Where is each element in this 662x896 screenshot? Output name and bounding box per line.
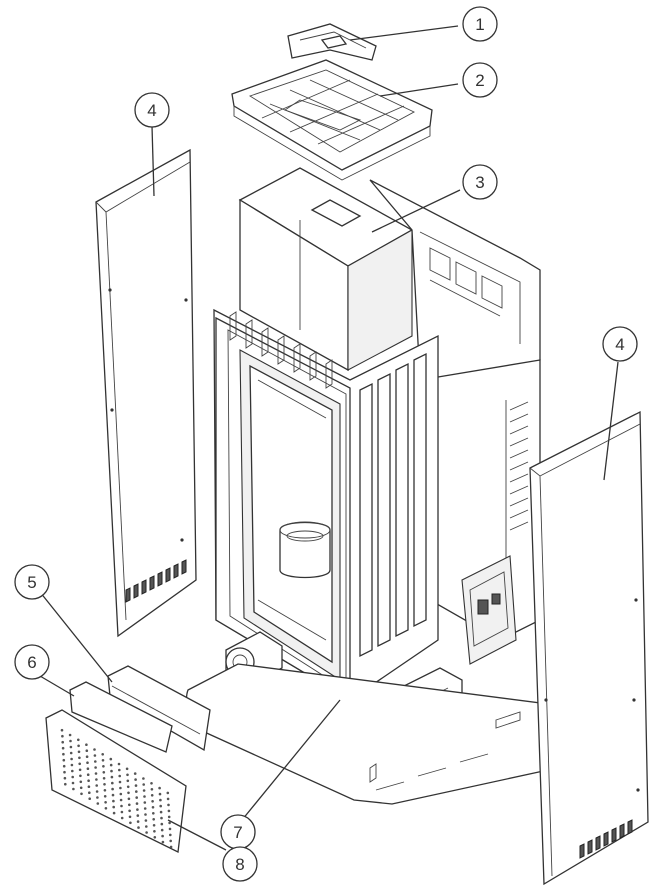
callout-4-right-label: 4	[615, 335, 624, 354]
part-left-side-panel	[95, 148, 197, 638]
left-panel-vents	[125, 559, 187, 603]
callout-1: 1	[462, 6, 498, 42]
grille-perforation	[60, 728, 173, 849]
callout-5-label: 5	[27, 573, 36, 592]
part-gasket-6	[69, 681, 173, 753]
firebox-top-vents	[229, 311, 333, 389]
callout-6: 6	[14, 644, 50, 680]
callout-1-label: 1	[475, 15, 484, 34]
callout-8: 8	[222, 846, 258, 882]
callout-2-label: 2	[475, 71, 484, 90]
part-perforated-grille-8	[45, 709, 187, 853]
callout-4-right: 4	[602, 326, 638, 362]
callout-8-label: 8	[235, 855, 244, 874]
callout-2: 2	[462, 62, 498, 98]
callout-7-label: 7	[233, 823, 242, 842]
callout-3: 3	[462, 164, 498, 200]
callout-7: 7	[220, 814, 256, 850]
part-heat-fins	[359, 352, 427, 658]
right-panel-vents	[579, 819, 633, 859]
callout-4-left: 4	[134, 92, 170, 128]
part-top-grille	[231, 59, 433, 181]
part-right-side-panel	[529, 410, 649, 886]
part-control-board	[461, 555, 517, 665]
leader-lines	[39, 25, 619, 851]
part-small-plate-5	[107, 665, 211, 752]
part-top-cap	[287, 23, 377, 61]
callout-6-label: 6	[27, 653, 36, 672]
rear-louvers	[509, 401, 529, 531]
callout-4-left-label: 4	[147, 101, 156, 120]
part-base-plate	[185, 663, 549, 805]
callout-3-label: 3	[475, 173, 484, 192]
callout-5: 5	[14, 564, 50, 600]
